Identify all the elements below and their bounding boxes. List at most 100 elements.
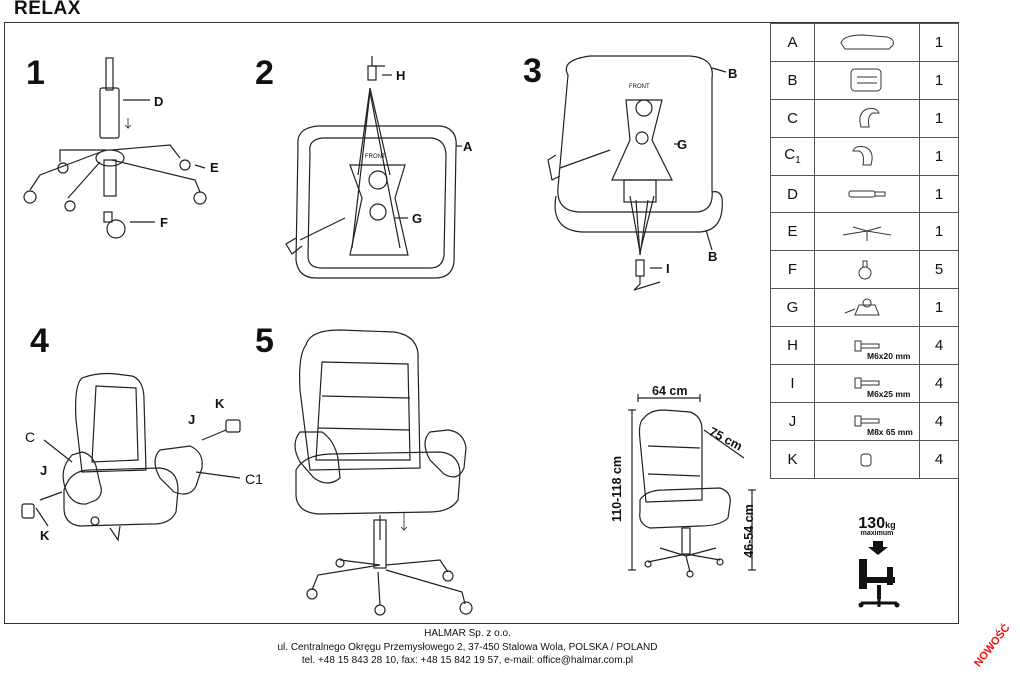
label-j-left: J — [40, 463, 48, 478]
step-3-drawing — [547, 55, 727, 291]
dimension-height: 110-118 cm — [610, 455, 625, 523]
part-letter-cell: C — [770, 98, 815, 138]
footer: HALMAR Sp. z o.o. ul. Centralnego Okręgu… — [0, 627, 935, 668]
part-quantity: 1 — [919, 98, 959, 138]
part-row: I M6x25 mm 4 — [770, 364, 959, 403]
part-quantity: 4 — [919, 439, 959, 479]
part-picture-cell — [814, 212, 920, 252]
cap-icon — [860, 453, 872, 467]
footer-contact: tel. +48 15 843 28 10, fax: +48 15 842 1… — [301, 655, 634, 666]
label-g-step2: G — [412, 211, 423, 226]
step-2-drawing — [285, 56, 462, 279]
assembly-drawings — [21, 55, 756, 616]
max-load: 130kg maximum — [832, 515, 922, 624]
step-2-number: 2 — [255, 54, 274, 92]
part-quantity: 4 — [919, 364, 959, 403]
label-a: A — [463, 139, 473, 154]
part-letter-cell: I — [770, 364, 815, 403]
weight-arrow-icon — [858, 541, 900, 608]
label-g-step3: G — [677, 137, 688, 152]
part-letter: A — [787, 33, 798, 51]
label-c: C — [25, 429, 36, 445]
part-row: C1 1 — [770, 136, 959, 176]
part-quantity: 1 — [919, 288, 959, 328]
bolt-icon — [854, 377, 880, 389]
part-letter-cell: B — [770, 60, 815, 100]
footer-address: ul. Centralnego Okręgu Przemysłowego 2, … — [277, 641, 658, 653]
step-1-number: 1 — [26, 54, 45, 92]
part-picture-cell: M8x 65 mm — [814, 401, 920, 441]
part-letter: F — [787, 261, 798, 279]
step-4-drawing — [21, 372, 241, 542]
part-letter: H — [787, 337, 798, 355]
part-picture-cell — [814, 250, 920, 290]
part-letter: G — [786, 299, 799, 317]
caster-icon — [858, 260, 872, 280]
part-picture-cell: M6x25 mm — [814, 364, 920, 403]
dimension-seat-height: 46-54 cm — [741, 504, 756, 558]
front-marker-step3: FRONT — [629, 84, 650, 90]
star-base-icon — [842, 226, 892, 241]
label-k-right: K — [215, 396, 225, 411]
mechanism-icon — [844, 298, 880, 316]
part-letter: K — [787, 450, 798, 468]
part-spec: M6x25 mm — [867, 388, 911, 399]
step-4-number: 4 — [30, 322, 49, 360]
dimension-drawing — [628, 394, 756, 578]
step-5-number: 5 — [255, 322, 274, 360]
part-quantity: 5 — [919, 250, 959, 290]
label-b-bottom: B — [708, 249, 718, 264]
step-5-drawing — [294, 329, 473, 616]
label-d: D — [154, 94, 164, 109]
gas-lift-icon — [848, 190, 886, 198]
instruction-frame — [4, 22, 959, 624]
max-load-value: 130 — [858, 515, 886, 532]
part-picture-cell — [814, 136, 920, 176]
part-picture-cell — [814, 23, 920, 62]
part-letter: C — [787, 109, 798, 127]
bolt-icon — [854, 415, 880, 427]
part-picture-cell — [814, 288, 920, 328]
label-k-left: K — [40, 528, 50, 543]
part-quantity: 1 — [919, 23, 959, 62]
part-quantity: 1 — [919, 136, 959, 176]
dimension-width: 64 cm — [652, 384, 688, 398]
label-c1: C1 — [245, 471, 263, 487]
bolt-icon — [854, 340, 880, 352]
part-picture-cell — [814, 60, 920, 100]
part-letter-cell: F — [770, 250, 815, 290]
label-f: F — [160, 215, 168, 230]
part-letter: C1 — [784, 146, 801, 167]
max-load-note: maximum — [860, 530, 894, 537]
footer-company: HALMAR Sp. z o.o. — [424, 628, 511, 639]
part-letter-cell: D — [770, 174, 815, 214]
part-letter-cell: A — [770, 23, 815, 62]
armrest-left-icon — [859, 108, 880, 128]
armrest-right-icon — [852, 146, 873, 166]
part-picture-cell: M6x20 mm — [814, 326, 920, 366]
part-letter: I — [790, 374, 795, 392]
part-letter: J — [788, 412, 797, 430]
max-load-unit: kg — [885, 520, 896, 530]
part-letter-cell: J — [770, 401, 815, 441]
part-picture-cell — [814, 98, 920, 138]
part-letter-cell: E — [770, 212, 815, 252]
label-e: E — [210, 160, 219, 175]
part-letter-cell: H — [770, 326, 815, 366]
part-quantity: 4 — [919, 401, 959, 441]
label-b-top: B — [728, 66, 738, 81]
part-spec: M6x20 mm — [867, 351, 911, 362]
part-letter-cell: K — [770, 439, 815, 479]
part-picture-cell — [814, 174, 920, 214]
front-marker-step2: FRONT — [365, 154, 386, 160]
